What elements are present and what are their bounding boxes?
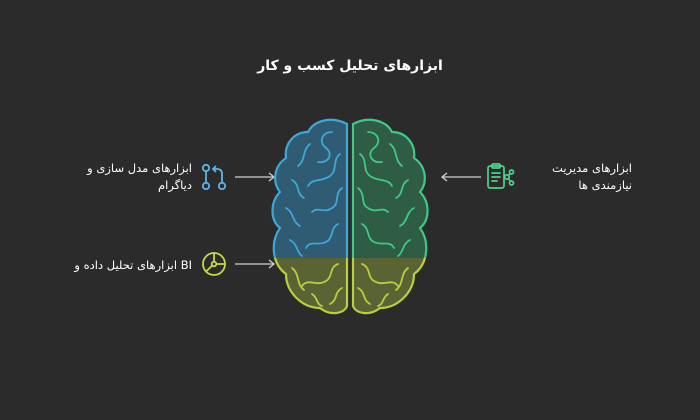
right-hemisphere — [351, 118, 429, 315]
bi-tools-label: BI ابزارهای تحلیل داده و — [74, 258, 192, 272]
chart-pie-icon — [202, 252, 226, 276]
requirements-arrow — [440, 172, 481, 182]
modeling-tools-label: ابزارهای مدل سازی و دیاگرام — [82, 160, 192, 194]
bi-arrow — [235, 259, 276, 269]
brain-illustration — [271, 118, 429, 315]
clipboard-network-icon — [487, 163, 515, 189]
modeling-tools-label-line1: ابزارهای مدل سازی و — [87, 161, 192, 175]
modeling-arrow — [235, 172, 276, 182]
requirements-tools-label-line1: ابزارهای مدیریت — [552, 161, 632, 175]
left-hemisphere — [271, 118, 349, 315]
requirements-tools-label-line2: نیازمندی ها — [578, 178, 632, 192]
requirements-tools-label: ابزارهای مدیریت نیازمندی ها — [520, 160, 632, 194]
diagram-title: ابزارهای تحلیل کسب و کار — [257, 58, 443, 74]
git-branch-icon — [201, 163, 227, 191]
modeling-tools-label-line2: دیاگرام — [158, 178, 192, 192]
